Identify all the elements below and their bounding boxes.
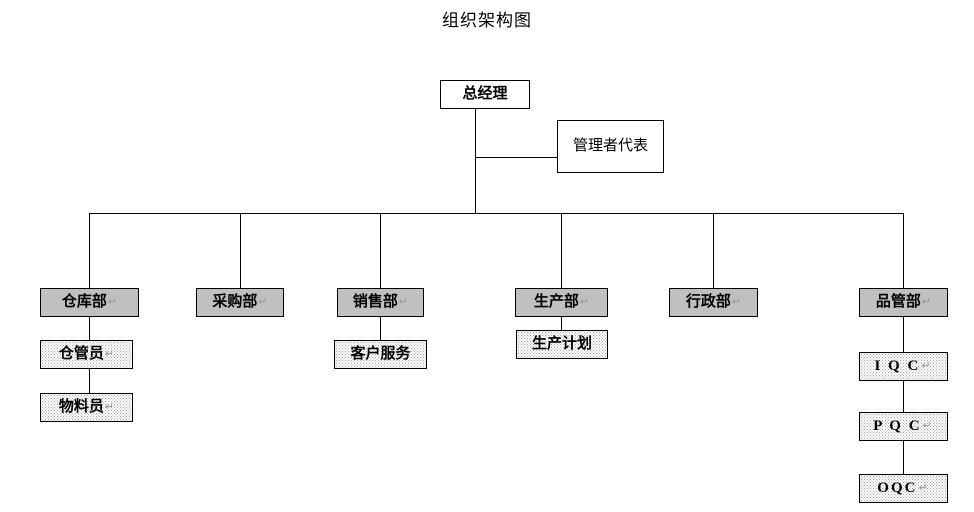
node-dept-purchasing-label: 采购部 <box>212 294 258 310</box>
connector-sub-pqc-oqc <box>903 441 904 475</box>
connector-drop-dept6 <box>903 213 904 289</box>
node-production-planning[interactable]: 生产计划 <box>516 330 608 359</box>
connector-dept3-sub1 <box>380 316 381 341</box>
connector-dept4-sub1 <box>561 316 562 331</box>
node-management-representative-label: 管理者代表 <box>572 138 648 154</box>
node-warehouse-keeper[interactable]: 仓管员↵ <box>40 340 133 369</box>
pilcrow-mark: ↵ <box>921 296 932 308</box>
node-dept-administration[interactable]: 行政部↵ <box>669 288 758 317</box>
node-pqc[interactable]: P Q C↵ <box>859 412 948 441</box>
pilcrow-mark: ↵ <box>398 296 409 308</box>
node-dept-quality-control[interactable]: 品管部↵ <box>859 288 948 317</box>
node-management-representative[interactable]: 管理者代表 <box>557 120 664 173</box>
connector-drop-dept4 <box>561 213 562 289</box>
connector-drop-dept5 <box>713 213 714 289</box>
node-customer-service[interactable]: 客户服务 <box>334 340 427 369</box>
pilcrow-mark: ↵ <box>921 360 933 372</box>
node-dept-warehouse[interactable]: 仓库部↵ <box>40 288 139 317</box>
node-oqc-label: OQC <box>877 480 918 496</box>
connector-drop-dept1 <box>89 213 90 289</box>
connector-sub-iqc-pqc <box>903 380 904 413</box>
pilcrow-mark: ↵ <box>107 296 118 308</box>
node-material-clerk-label: 物料员 <box>58 399 104 415</box>
node-dept-production-label: 生产部 <box>533 294 579 310</box>
node-customer-service-label: 客户服务 <box>350 346 411 362</box>
node-production-planning-label: 生产计划 <box>531 336 592 352</box>
connector-mgmt-rep <box>475 157 558 158</box>
node-material-clerk[interactable]: 物料员↵ <box>40 393 133 422</box>
node-dept-sales-label: 销售部 <box>352 294 398 310</box>
node-dept-quality-control-label: 品管部 <box>875 294 921 310</box>
node-oqc[interactable]: OQC↵ <box>859 474 948 503</box>
connector-drop-dept3 <box>380 213 381 289</box>
connector-sub1-sub2 <box>89 368 90 394</box>
pilcrow-mark: ↵ <box>104 401 115 413</box>
connector-bus <box>89 213 904 214</box>
pilcrow-mark: ↵ <box>104 348 115 360</box>
pilcrow-mark: ↵ <box>258 296 268 308</box>
connector-dept1-sub1 <box>89 316 90 341</box>
node-dept-administration-label: 行政部 <box>685 294 731 310</box>
node-iqc-label: I Q C <box>874 358 921 374</box>
node-iqc[interactable]: I Q C↵ <box>859 352 948 381</box>
connector-drop-dept2 <box>240 213 241 289</box>
node-pqc-label: P Q C <box>873 418 922 434</box>
node-dept-warehouse-label: 仓库部 <box>61 294 107 310</box>
node-general-manager-label: 总经理 <box>462 86 508 102</box>
pilcrow-mark: ↵ <box>731 296 742 308</box>
node-general-manager[interactable]: 总经理 <box>440 80 530 109</box>
page-title: 组织架构图 <box>442 11 532 30</box>
pilcrow-mark: ↵ <box>918 482 930 494</box>
node-dept-production[interactable]: 生产部↵ <box>515 288 608 317</box>
node-warehouse-keeper-label: 仓管员 <box>58 346 104 362</box>
connector-gm-trunk <box>475 108 476 214</box>
node-dept-purchasing[interactable]: 采购部↵ <box>196 288 284 317</box>
pilcrow-mark: ↵ <box>579 296 590 308</box>
pilcrow-mark: ↵ <box>922 420 934 432</box>
connector-dept6-sub1 <box>903 316 904 353</box>
node-dept-sales[interactable]: 销售部↵ <box>337 288 424 317</box>
